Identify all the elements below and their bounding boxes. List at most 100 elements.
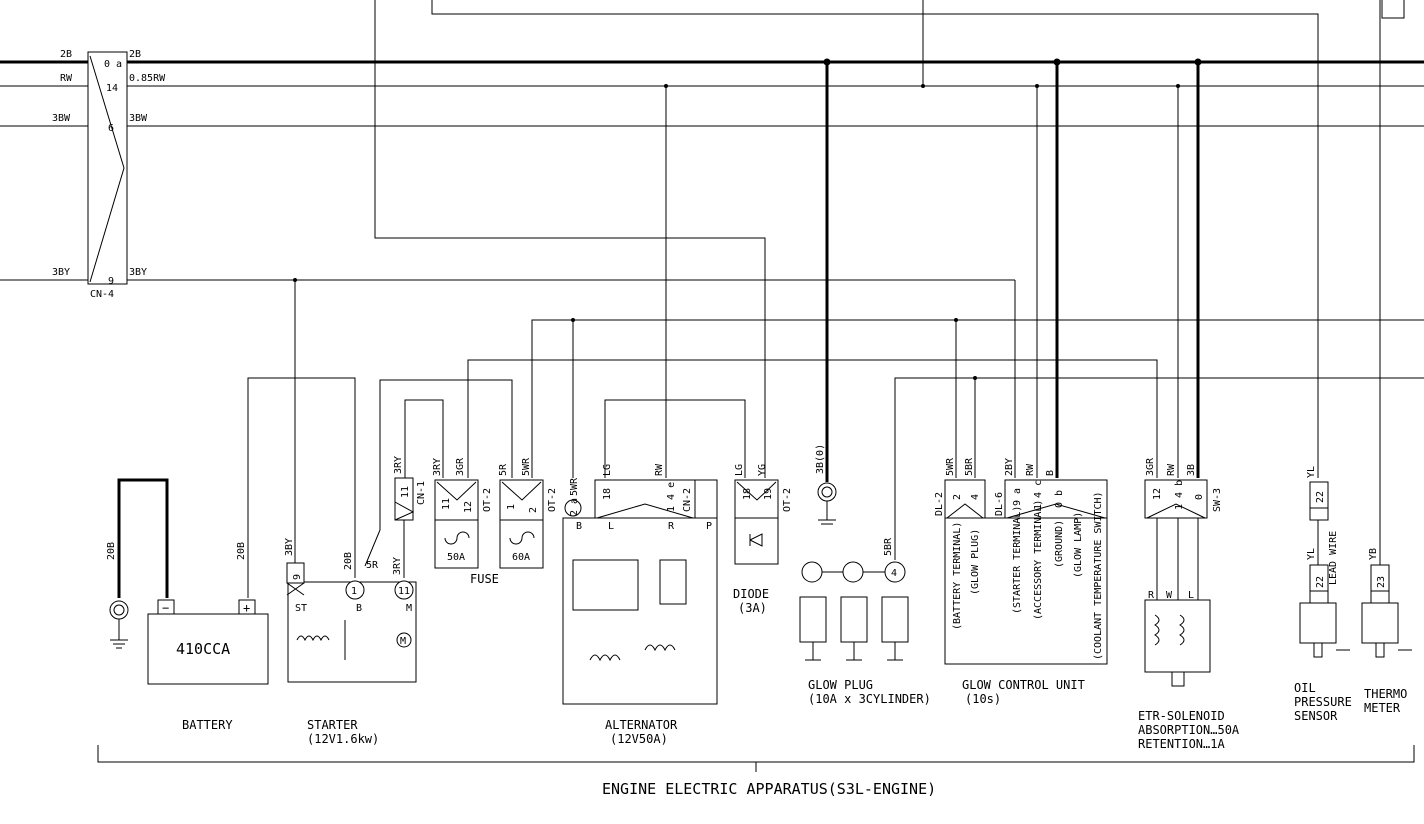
svg-text:(12V50A): (12V50A) [610,732,668,746]
etr-solenoid: 12 1 4 b 0 3GR RW 3B SW-3 R W L ETR-SOLE… [1138,457,1240,751]
svg-text:9: 9 [292,574,303,580]
svg-text:2 a: 2 a [569,498,580,516]
connector-cn4: 2B 0 a 2B RW 14 0.85RW 3BW 6 3BW 3BY 9 3… [52,49,166,300]
svg-text:3BY: 3BY [284,538,295,556]
svg-text:ENGINE ELECTRIC APPARATUS(S3L-: ENGINE ELECTRIC APPARATUS(S3L-ENGINE) [602,780,936,798]
svg-text:3BW: 3BW [52,113,71,124]
svg-text:3B(0): 3B(0) [815,444,826,474]
svg-text:5R: 5R [498,463,509,476]
svg-text:SW-3: SW-3 [1212,488,1223,512]
starter: 9 3BY 1 20B 5R 11 3RY ST B M M STARTER (… [284,478,417,746]
svg-text:LEAD WIRE: LEAD WIRE [1328,531,1339,585]
svg-text:ALTERNATOR: ALTERNATOR [605,718,678,732]
svg-text:2B: 2B [129,49,141,60]
junction-dots [293,58,1202,380]
svg-text:4: 4 [970,494,981,500]
svg-text:20B: 20B [343,552,354,570]
svg-text:M: M [406,603,412,614]
svg-text:L: L [608,521,614,532]
svg-text:RW: RW [60,73,73,84]
svg-text:(10s): (10s) [965,692,1001,706]
svg-text:OT-2: OT-2 [482,488,493,512]
svg-text:3RY: 3RY [392,557,403,575]
svg-text:GLOW CONTROL UNIT: GLOW CONTROL UNIT [962,678,1085,692]
svg-text:2B: 2B [60,49,72,60]
svg-text:OIL: OIL [1294,681,1316,695]
svg-text:2BY: 2BY [1004,458,1015,476]
svg-text:PRESSURE: PRESSURE [1294,695,1352,709]
svg-text:−: − [162,601,169,615]
svg-text:5WR: 5WR [945,457,956,476]
svg-text:FUSE: FUSE [470,572,499,586]
svg-text:RW: RW [1025,463,1036,476]
svg-text:3RY: 3RY [432,458,443,476]
svg-text:RW: RW [654,463,665,476]
svg-text:50A: 50A [447,552,465,563]
svg-text:BATTERY: BATTERY [182,718,233,732]
svg-text:3BY: 3BY [52,267,70,278]
svg-text:18: 18 [742,488,753,500]
svg-text:GLOW PLUG: GLOW PLUG [808,678,873,692]
svg-text:R: R [668,521,675,532]
svg-text:L: L [1188,590,1194,601]
svg-text:11: 11 [400,486,411,498]
svg-text:1 4 e: 1 4 e [666,482,677,512]
svg-text:B: B [1045,470,1056,476]
svg-text:1 4 b: 1 4 b [1174,480,1185,510]
main-wires [0,0,1424,598]
svg-text:B: B [356,603,362,614]
svg-text:RETENTION…1A: RETENTION…1A [1138,737,1225,751]
svg-text:OT-2: OT-2 [782,488,793,512]
svg-text:6: 6 [108,123,114,134]
svg-text:(GROUND): (GROUND) [1054,520,1065,568]
svg-text:SENSOR: SENSOR [1294,709,1338,723]
glow-control-unit: 2 4 5WR 5BR DL-2 9 a 1 4 c 0 b 2BY RW B … [934,457,1108,706]
thermo-meter: 23 YB THERMO METER [1361,478,1412,715]
svg-text:20B: 20B [106,542,117,560]
svg-text:ST: ST [295,603,307,614]
svg-text:12: 12 [463,501,474,513]
group-bracket: ENGINE ELECTRIC APPARATUS(S3L-ENGINE) [97,745,1415,798]
svg-text:2: 2 [528,507,539,513]
oil-pressure-sensor: 22 YL 22 YL LEAD WIRE OIL PRESSURE SENSO… [1294,466,1352,723]
svg-text:5WR: 5WR [569,477,580,496]
svg-text:YG: YG [757,464,768,476]
svg-text:5WR: 5WR [521,457,532,476]
svg-text:+: + [243,601,250,615]
battery: − + 410CCA BATTERY 20B 20B [106,542,269,732]
svg-text:(3A): (3A) [738,601,767,615]
svg-text:(ACCESSORY TERMINAL): (ACCESSORY TERMINAL) [1033,500,1044,620]
svg-text:YB: YB [1368,548,1379,560]
svg-text:DL-6: DL-6 [994,492,1005,516]
svg-text:2: 2 [952,494,963,500]
svg-text:(COOLANT TEMPERATURE SWITCH): (COOLANT TEMPERATURE SWITCH) [1093,491,1104,660]
svg-text:OT-2: OT-2 [547,488,558,512]
svg-text:12: 12 [1152,488,1163,500]
svg-text:9: 9 [108,276,114,287]
svg-text:11: 11 [441,498,452,510]
svg-text:20B: 20B [236,542,247,560]
svg-text:(10A x 3CYLINDER): (10A x 3CYLINDER) [808,692,931,706]
svg-text:9 a: 9 a [1012,488,1023,506]
svg-text:(GLOW PLUG): (GLOW PLUG) [970,529,981,595]
svg-text:CN-1: CN-1 [416,481,427,505]
svg-text:23: 23 [1376,576,1387,588]
svg-text:M: M [400,636,406,647]
svg-text:DL-2: DL-2 [934,492,945,516]
svg-text:CN-4: CN-4 [90,289,114,300]
svg-text:1: 1 [351,586,357,597]
svg-text:1: 1 [506,504,517,510]
svg-text:DIODE: DIODE [733,587,769,601]
svg-text:3GR: 3GR [1145,457,1156,476]
svg-text:22: 22 [1315,576,1326,588]
svg-text:P: P [706,521,712,532]
svg-text:THERMO: THERMO [1364,687,1407,701]
svg-text:ETR-SOLENOID: ETR-SOLENOID [1138,709,1225,723]
svg-text:3GR: 3GR [455,457,466,476]
svg-text:4: 4 [891,568,897,579]
svg-text:0 a: 0 a [104,59,122,70]
svg-text:RW: RW [1166,463,1177,476]
svg-text:R: R [1148,590,1155,601]
